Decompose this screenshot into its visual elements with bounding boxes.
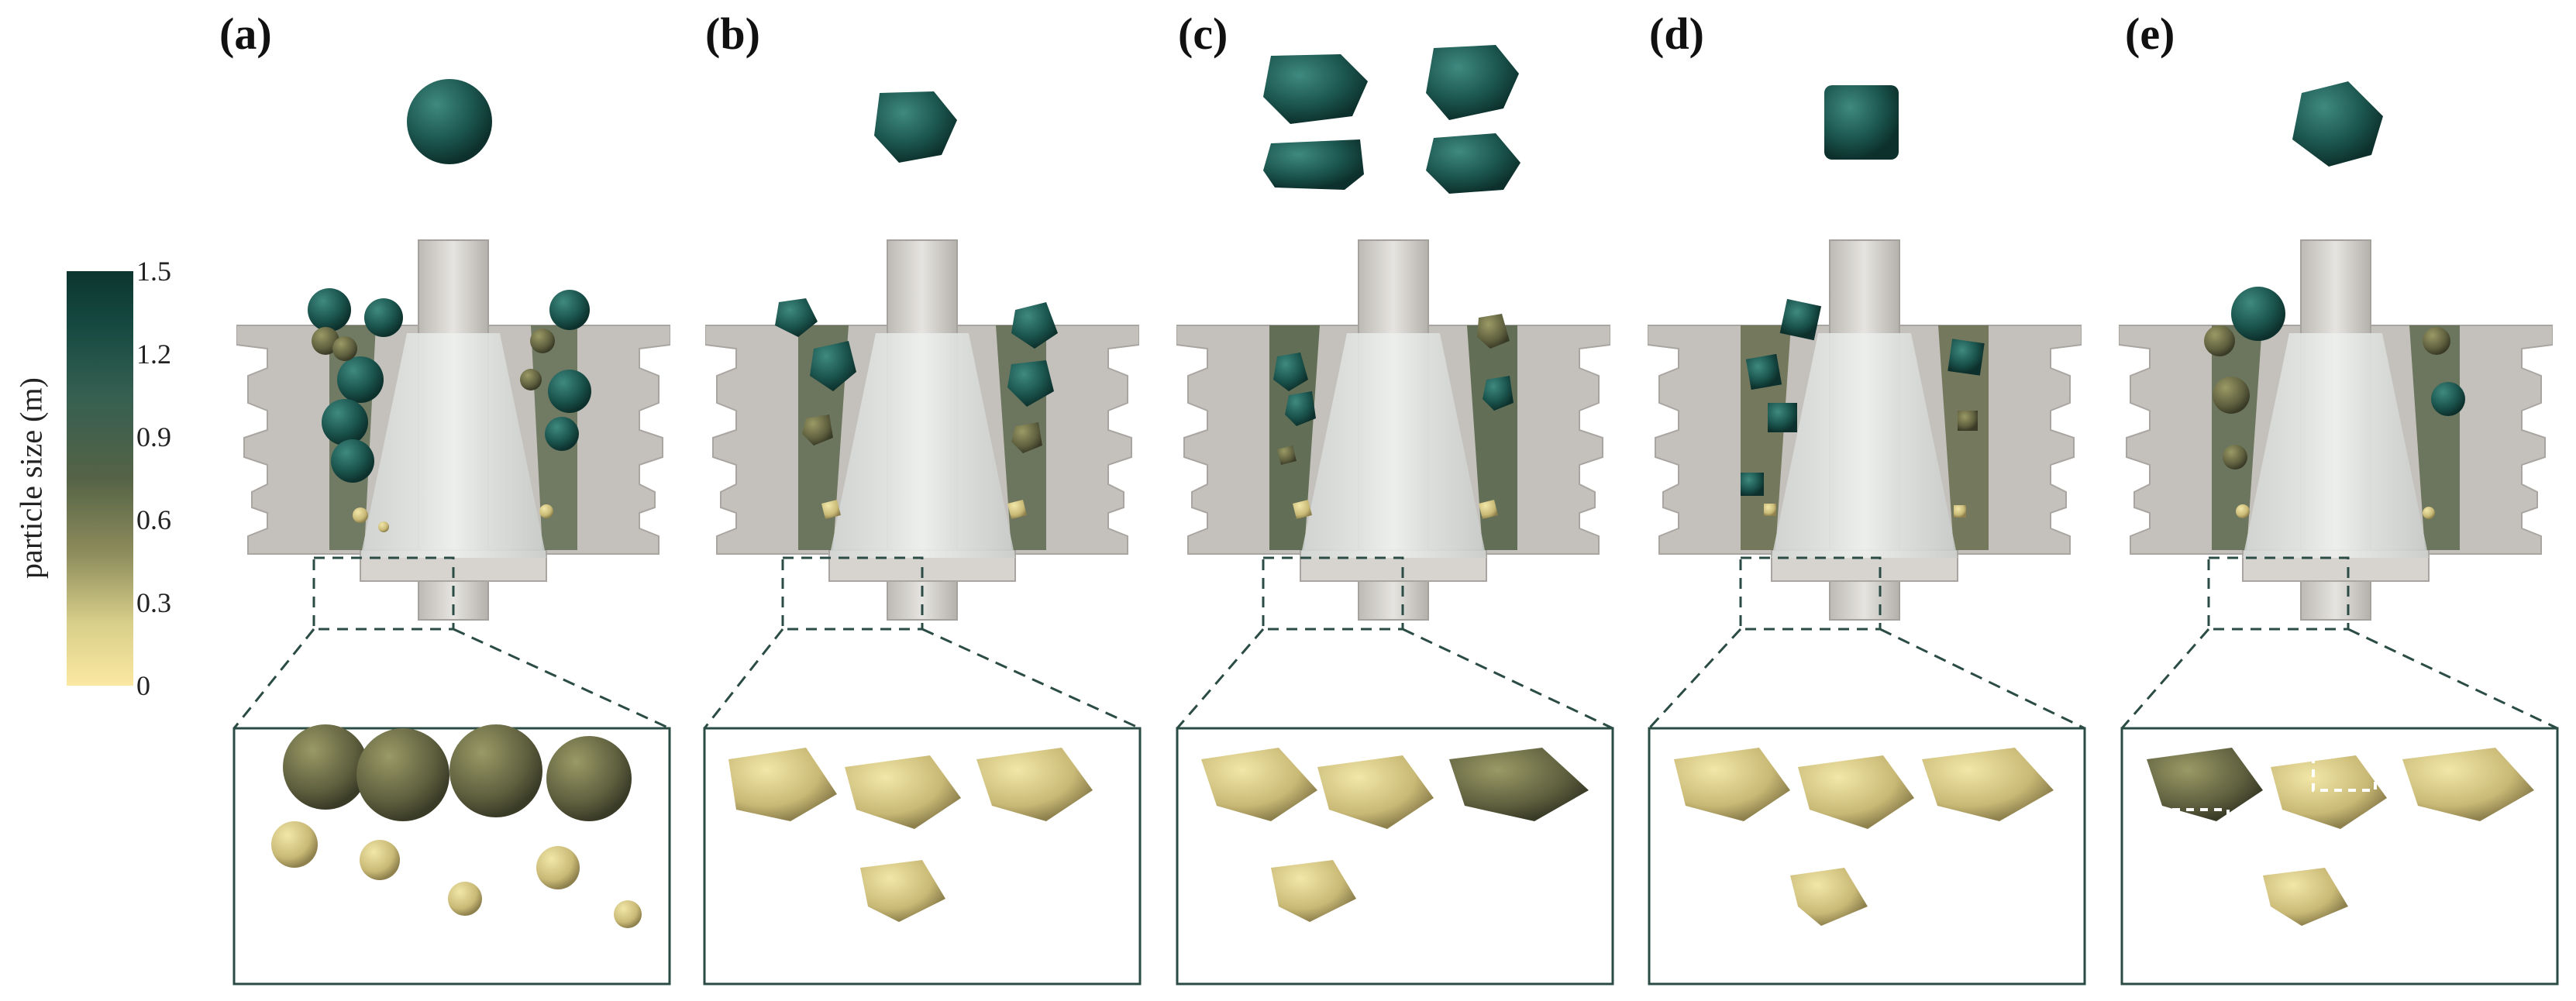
particles-c	[1273, 314, 1514, 519]
particles-e	[2204, 287, 2465, 519]
inset-d-particles	[1674, 748, 2054, 926]
inset-a-particles	[271, 724, 642, 928]
panel-b	[705, 239, 1139, 621]
panel-label-d: (d)	[1649, 9, 1704, 59]
panel-c	[1176, 239, 1610, 621]
particle-shape-polyhedron-icon	[874, 91, 957, 163]
panel-d	[1648, 239, 2082, 621]
colorbar-ticks: 1.5 1.2 0.9 0.6 0.3 0	[136, 256, 229, 701]
inset-e-particles	[2147, 731, 2534, 926]
inset-leader-lines	[232, 628, 2558, 730]
zoom-box-d	[1739, 556, 1882, 631]
particle-shape-cube-icon	[1824, 85, 1899, 160]
panel-label-b: (b)	[705, 9, 760, 59]
particles-d	[1741, 298, 1985, 518]
panel-a	[236, 239, 670, 621]
zoom-box-a	[312, 556, 455, 631]
colorbar-tick: 0.3	[136, 587, 171, 618]
panel-label-e: (e)	[2125, 9, 2175, 59]
particle-shape-polyhedron-icon	[2292, 81, 2383, 167]
inset-b-particles	[728, 748, 1093, 922]
panel-label-a: (a)	[219, 9, 272, 59]
colorbar-tick: 0	[136, 670, 150, 701]
particles-a	[308, 288, 591, 532]
panel-label-c: (c)	[1178, 9, 1228, 59]
colorbar-tick: 1.2	[136, 339, 171, 370]
colorbar	[67, 271, 133, 686]
particle-shape-sphere-icon	[407, 79, 492, 164]
particle-shape-polyhedra-icon	[1263, 45, 1520, 194]
panel-e	[2119, 239, 2553, 621]
zoom-box-e	[2207, 556, 2350, 631]
inset-c-particles	[1201, 748, 1589, 922]
particles-b	[775, 298, 1058, 519]
zoom-box-c	[1262, 556, 1404, 631]
zoom-box-b	[781, 556, 924, 631]
colorbar-tick: 1.5	[136, 256, 171, 287]
colorbar-tick: 0.6	[136, 504, 171, 535]
colorbar-tick: 0.9	[136, 421, 171, 452]
